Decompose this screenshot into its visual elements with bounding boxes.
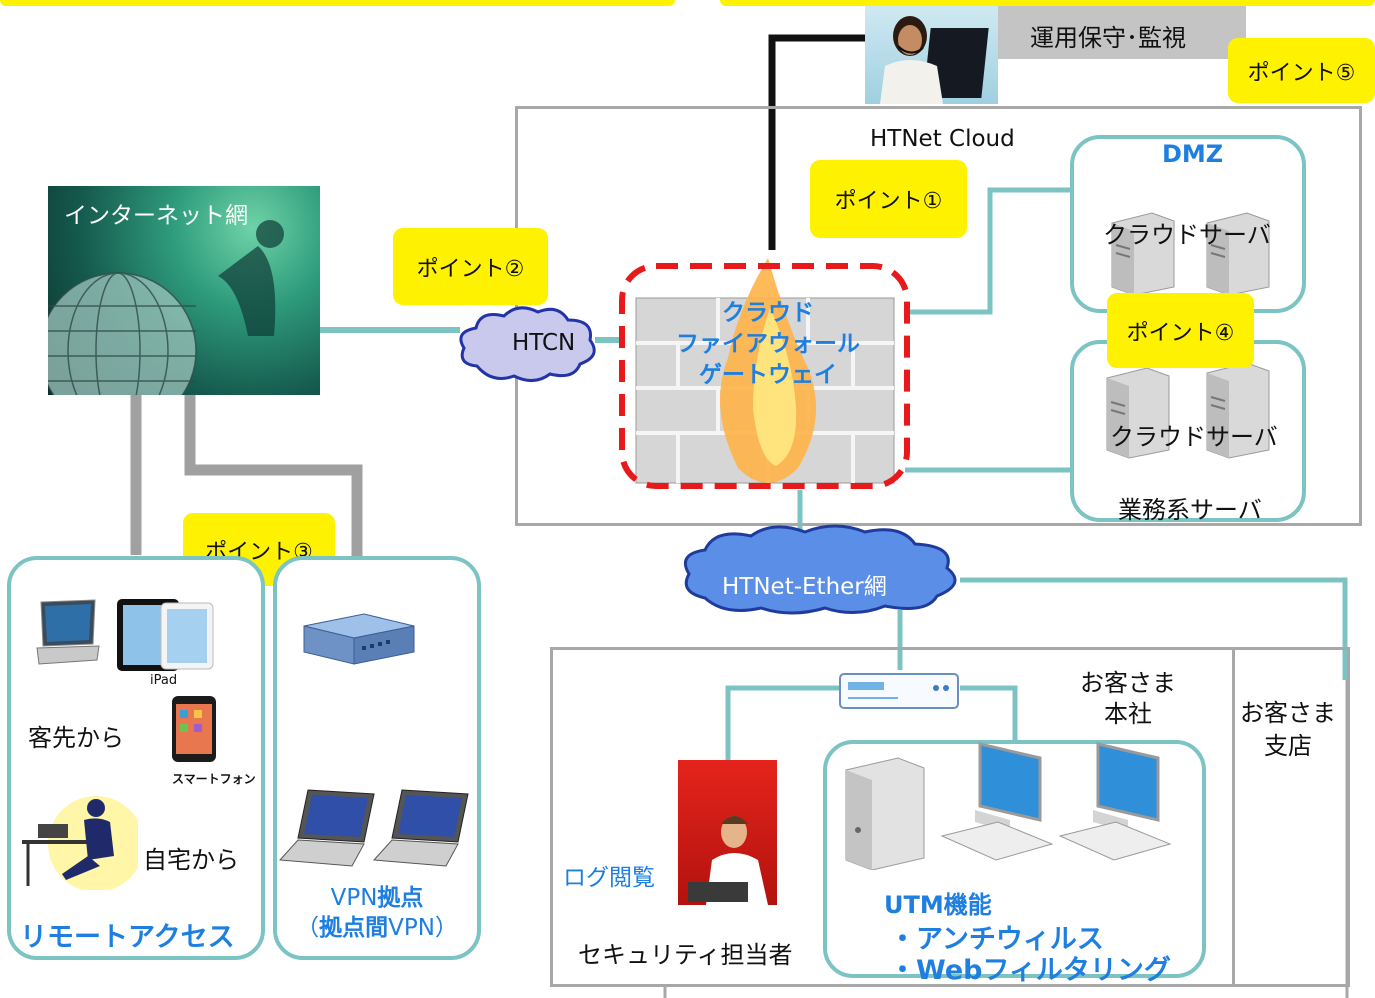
smartphone-label: スマートフォン <box>172 772 256 786</box>
utm-title: UTM機能 <box>884 891 992 919</box>
security-staff-icon <box>688 816 768 905</box>
ops-label: 運用保守･監視 <box>1030 24 1186 52</box>
vpn-router-icon <box>303 613 415 665</box>
operator-image <box>865 6 998 104</box>
firewall-label-line1: クラウド <box>722 300 814 326</box>
dmz-label: DMZ <box>1162 140 1224 168</box>
top-highlight-left <box>0 0 675 6</box>
ipad-label: iPad <box>150 673 178 688</box>
utm-item-antivirus: ・アンチウィルス <box>889 924 1104 955</box>
top-highlight-right <box>720 0 1375 6</box>
point-5: ポイント⑤ <box>1228 38 1375 103</box>
log-view-label: ログ閲覧 <box>563 865 655 891</box>
biz-server-1-icon <box>1106 367 1170 459</box>
operator-icon <box>880 16 989 104</box>
ether-branch-line <box>960 577 1348 680</box>
from-client-label: 客先から <box>28 724 124 752</box>
firewall: クラウド ファイアウォール ゲートウェイ <box>618 258 911 490</box>
utm-router-icon <box>839 673 959 709</box>
branch-label-line2: 支店 <box>1264 732 1312 760</box>
vpn-label-open: （ <box>296 915 320 941</box>
security-staff-label: セキュリティ担当者 <box>578 941 793 969</box>
branch-box <box>1235 647 1350 987</box>
laptop-icon <box>36 599 100 665</box>
business-server-label: 業務系サーバ <box>1118 496 1262 524</box>
point-2: ポイント② <box>393 228 548 305</box>
hq-box <box>550 647 1235 987</box>
utm-server-icon <box>845 757 925 870</box>
ops-label-box: 運用保守･監視 <box>998 6 1246 59</box>
vpn-label: VPN拠点 （拠点間VPN） <box>278 883 476 943</box>
vpn-box <box>273 556 481 960</box>
branch-label: お客さま 支店 <box>1240 697 1336 763</box>
vpn-label-vpn: VPN <box>330 885 378 911</box>
point-4: ポイント④ <box>1107 293 1254 368</box>
ether-label: HTNet-Ether網 <box>722 574 887 600</box>
globe-icon <box>48 220 284 395</box>
firewall-icon <box>619 258 910 489</box>
biz-cloud-server-label: クラウドサーバ <box>1110 423 1278 451</box>
firewall-label: クラウド ファイアウォール ゲートウェイ <box>658 298 878 391</box>
htcn-label: HTCN <box>512 330 576 356</box>
branch-label-line1: お客さま <box>1240 699 1336 727</box>
dmz-server-label: クラウドサーバ <box>1103 221 1271 249</box>
utm-pc-1-icon <box>940 742 1054 861</box>
smartphone-icon <box>172 696 216 762</box>
utm-pc-2-icon <box>1058 742 1172 861</box>
ops-line <box>768 34 868 250</box>
home-worker-icon <box>22 796 138 890</box>
vpn-label-kyotenkan: 拠点間 <box>319 915 389 941</box>
cloud-label: HTNet Cloud <box>870 126 1015 152</box>
dmz-server-2-icon <box>1206 212 1270 295</box>
internet-vpn-line <box>184 395 363 585</box>
vpn-laptop-1-icon <box>278 789 375 867</box>
hq-label-line1: お客さま <box>1080 669 1176 697</box>
firewall-label-line3: ゲートウェイ <box>699 362 837 388</box>
htcn-cloud-icon <box>459 306 596 382</box>
vpn-label-kyoten: 拠点 <box>377 885 424 911</box>
remote-access-label: リモートアクセス <box>20 922 235 953</box>
vpn-laptop-2-icon <box>372 789 469 867</box>
internet-label: インターネット網 <box>64 203 248 229</box>
ipad-icon <box>117 599 214 671</box>
vpn-label-close: VPN） <box>388 915 458 941</box>
from-home-label: 自宅から <box>143 846 239 874</box>
hq-label-line2: 本社 <box>1104 700 1152 728</box>
security-staff-image <box>678 760 777 905</box>
utm-item-webfilter: ・Webフィルタリング <box>889 955 1171 986</box>
firewall-label-line2: ファイアウォール <box>676 331 860 357</box>
point-1: ポイント① <box>810 160 967 238</box>
internet-image: インターネット網 <box>48 186 320 395</box>
hq-label: お客さま 本社 <box>1080 668 1176 730</box>
ether-cloud-icon <box>684 524 957 615</box>
dmz-server-1-icon <box>1111 212 1175 295</box>
